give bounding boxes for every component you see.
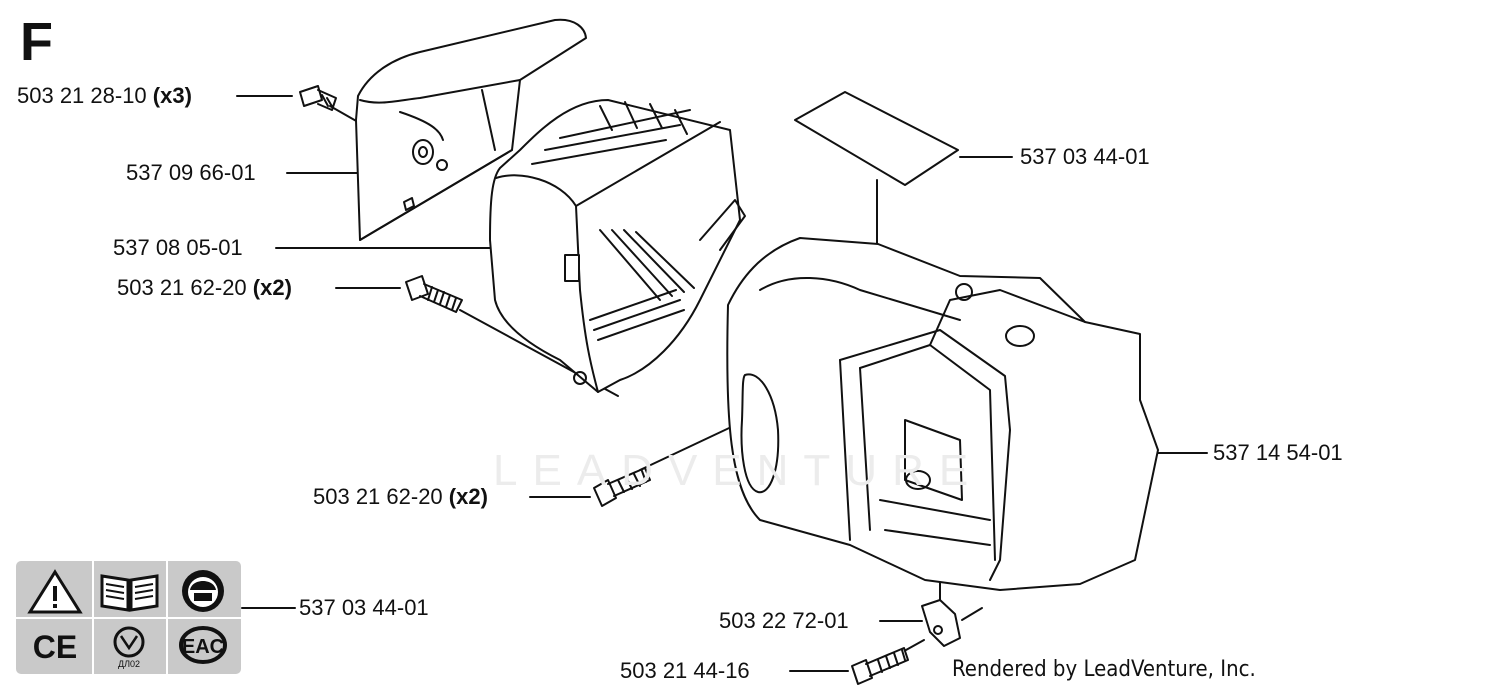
screw-part [405,275,463,313]
callout-label[interactable]: 537 03 44-01 [299,595,429,620]
callout-label[interactable]: 537 09 66-01 [126,160,256,185]
svg-text:ДЛ02: ДЛ02 [118,659,140,669]
axis-line [961,607,983,621]
warning-decal: CE ДЛ02 EAC [16,561,241,674]
cylinder-cover-part [726,237,1159,591]
callout-label[interactable]: 537 14 54-01 [1213,440,1343,465]
credit-text: Rendered by LeadVenture, Inc. [952,657,1256,682]
decal-divider [16,617,241,619]
warning-triangle-icon [20,566,91,616]
decal-divider [166,561,168,674]
decal-part [794,91,959,186]
ce-mark-icon: CE [20,620,91,670]
filter-cover-part [355,18,587,241]
eac-mark-icon: EAC [168,620,239,670]
screw-part [299,85,337,111]
callout-label[interactable]: 537 03 44-01 [1020,144,1150,169]
callout-label[interactable]: 537 08 05-01 [113,235,243,260]
filter-holder-part [489,99,746,393]
callout-label[interactable]: 503 21 62-20 (x2) [313,484,488,509]
rst-mark-icon: ДЛ02 [94,620,165,670]
diagram-letter: F [20,12,53,72]
clip-hole [933,625,943,635]
svg-text:EAC: EAC [182,636,224,658]
callout-label[interactable]: 503 21 28-10 (x3) [17,83,192,108]
callout-label[interactable]: 503 21 62-20 (x2) [117,275,292,300]
callout-label[interactable]: 503 22 72-01 [719,608,849,633]
screw-part [851,647,909,685]
watermark: LEADVENTURE [493,446,984,495]
svg-text:CE: CE [33,629,77,665]
screw-part [593,467,651,507]
axis-line [905,639,925,651]
callout-label[interactable]: 503 21 44-16 [620,658,750,683]
decal-divider [92,561,94,674]
helmet-icon [168,566,239,616]
manual-book-icon [94,566,165,616]
clip-part [921,599,961,647]
